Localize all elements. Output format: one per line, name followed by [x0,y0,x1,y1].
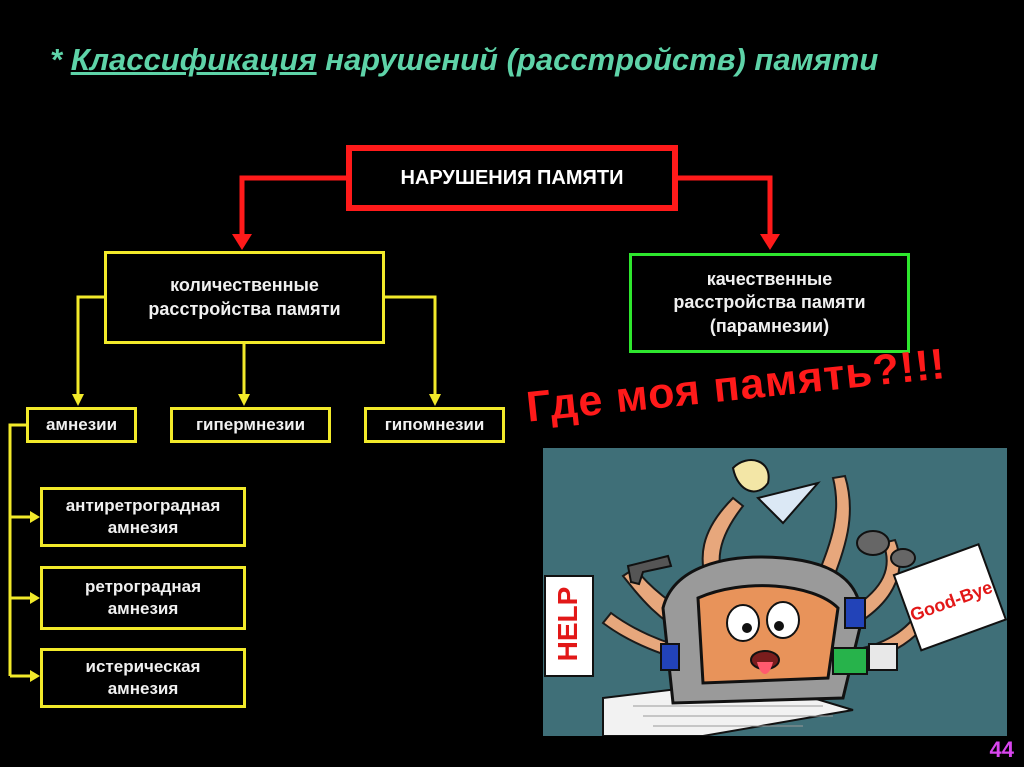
hypermnesia-node: гипермнезии [170,407,331,443]
title-underlined-word: Классификация [70,42,317,77]
cartoon-computer-illustration: HELP Good-Bye [543,448,1007,736]
amnesia-node: амнезии [26,407,137,443]
slide-title: * Классификация нарушений (расстройств) … [50,42,879,77]
root-node: НАРУШЕНИЯ ПАМЯТИ [346,145,678,211]
hypomnesia-node: гипомнезии [364,407,505,443]
help-sign-text: HELP [552,587,583,662]
page-number: 44 [989,737,1014,762]
